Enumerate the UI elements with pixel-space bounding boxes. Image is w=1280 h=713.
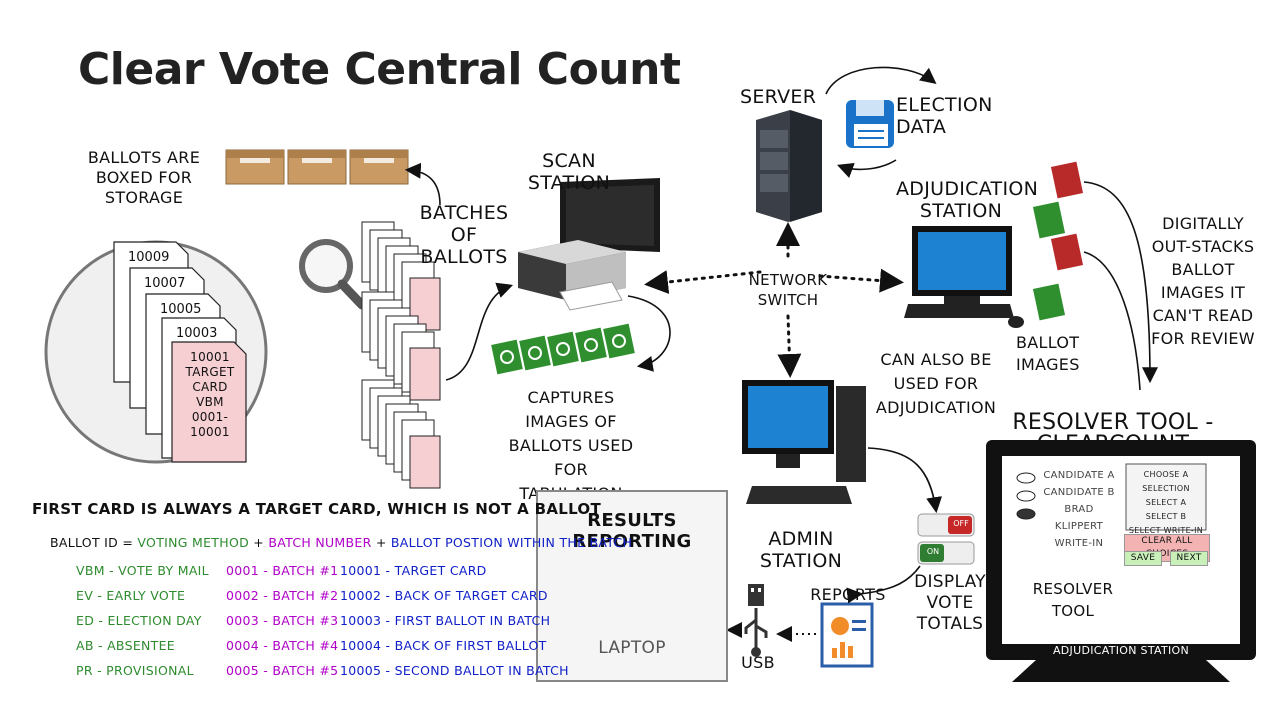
target-card-line: 0001- [191, 410, 229, 424]
legend-batch-item: 0003 - Batch #3 [226, 613, 339, 628]
candidate-list: Candidate A Candidate B Brad Klippert Wr… [1040, 467, 1118, 552]
captured-images-icon [491, 323, 635, 375]
toggle-on-label: ON [926, 547, 940, 556]
selection-title: Choose a selection [1142, 470, 1190, 493]
candidate-item: Candidate B [1043, 487, 1115, 498]
ballot-images-label: Ballot Images [1016, 333, 1080, 374]
first-card-note: First card is always a target card, whic… [32, 500, 601, 518]
captures-label: Captures images of ballots used for tabu… [508, 388, 634, 503]
resolver-header: Resolver Tool - ClearCount [1012, 410, 1214, 457]
toggle-off-label: OFF [953, 519, 969, 528]
results-reporting-panel: Results Reporting Laptop [536, 490, 728, 682]
adjudication-computer-icon [904, 226, 1024, 328]
formula-eq: = [122, 535, 134, 550]
legend-formula: Ballot ID = Voting Method + Batch Number… [50, 535, 632, 550]
batches-label: Batches of Ballots [419, 202, 509, 268]
legend-position-item: 10001 - Target Card [340, 563, 487, 578]
selection-option[interactable]: Select B [1145, 512, 1187, 521]
results-reporting-title: Results Reporting [572, 510, 692, 552]
monitor-base-label: Adjudication Station [1052, 644, 1190, 657]
target-card-text: 10001 Target Card VBM 0001- 10001 [180, 350, 240, 440]
network-switch-label: Network Switch [748, 271, 828, 309]
adjudication-station-label: Adjudication Station [896, 178, 1039, 222]
legend-position-item: 10004 - Back of First Ballot [340, 638, 547, 653]
batch-stacks [361, 221, 441, 489]
magnifier-icon [299, 239, 353, 293]
scan-station-label: Scan Station [527, 150, 611, 194]
candidate-item: Candidate A [1043, 470, 1115, 481]
server-icon [756, 110, 822, 222]
ballot-images-icon [1032, 161, 1084, 321]
reports-label: Reports [810, 585, 886, 604]
page-title: Clear Vote Central Count [78, 44, 681, 95]
selection-option[interactable]: Select Write-In [1128, 526, 1204, 535]
card-number: 10005 [160, 302, 202, 317]
legend-methods: VBM - Vote By Mail EV - Early Vote ED - … [76, 558, 209, 683]
out-stacks-label: Digitally out-stacks ballot images it ca… [1151, 214, 1255, 348]
legend-batch-item: 0004 - Batch #4 [226, 638, 339, 653]
also-adjudication-label: Can also be used for adjudication [875, 350, 997, 417]
admin-computer-icon [742, 380, 866, 504]
ballot-card-stack [113, 241, 247, 463]
server-label: Server [740, 86, 817, 108]
legend-method-item: EV - Early Vote [76, 588, 186, 603]
formula-plus: + [253, 535, 265, 550]
target-card-line: Card [192, 380, 228, 394]
laptop-label: Laptop [598, 638, 666, 658]
floppy-disk-icon [846, 100, 894, 148]
target-card-line: 10001 [190, 350, 230, 364]
legend-method-item: AB - Absentee [76, 638, 176, 653]
legend-batch-item: 0005 - Batch #5 [226, 663, 339, 678]
network-links [644, 222, 904, 378]
selection-panel: Choose a selection Select A Select B Sel… [1128, 468, 1204, 538]
legend-position-item: 10005 - Second Ballot in Batch [340, 663, 569, 678]
selection-option[interactable]: Select A [1145, 498, 1187, 507]
election-data-label: Election Data [896, 94, 993, 138]
card-number: 10009 [128, 250, 170, 265]
legend-position-item: 10002 - Back of Target Card [340, 588, 548, 603]
legend-batches: 0001 - Batch #1 0002 - Batch #2 0003 - B… [226, 558, 338, 683]
reports-icon [820, 602, 874, 668]
usb-icon [744, 584, 768, 657]
candidate-item: Brad Klippert [1054, 504, 1104, 532]
formula-ballot-position: Ballot Postion within the Batch [390, 535, 633, 550]
save-button[interactable]: Save [1124, 551, 1162, 566]
card-number: 10007 [144, 276, 186, 291]
admin-station-label: Admin Station [759, 528, 843, 572]
ballots-boxed-label: Ballots are boxed for storage [87, 148, 201, 207]
next-button[interactable]: Next [1170, 551, 1208, 566]
toggle-switch-icon [917, 513, 975, 565]
target-card-line: 10001 [190, 425, 230, 439]
resolver-tool-label: Resolver Tool [1032, 580, 1114, 620]
usb-label: USB [741, 653, 775, 672]
storage-boxes-icon [225, 149, 409, 185]
legend-position-item: 10003 - First Ballot in Batch [340, 613, 551, 628]
legend-method-item: PR - Provisional [76, 663, 194, 678]
legend-positions: 10001 - Target Card 10002 - Back of Targ… [340, 558, 569, 683]
formula-voting-method: Voting Method [137, 535, 250, 550]
display-vote-totals-label: Display Vote Totals [914, 572, 986, 634]
legend-batch-item: 0001 - Batch #1 [226, 563, 339, 578]
target-card-line: Target [185, 365, 235, 379]
scanner-icon [518, 178, 660, 311]
card-number: 10003 [176, 326, 218, 341]
formula-ballot-id: Ballot ID [50, 535, 119, 550]
legend-method-item: ED - Election Day [76, 613, 202, 628]
formula-batch-number: Batch Number [268, 535, 372, 550]
legend-batch-item: 0002 - Batch #2 [226, 588, 339, 603]
candidate-item: Write-In [1054, 538, 1104, 549]
formula-plus: + [375, 535, 387, 550]
target-card-line: VBM [196, 395, 224, 409]
legend-method-item: VBM - Vote By Mail [76, 563, 209, 578]
